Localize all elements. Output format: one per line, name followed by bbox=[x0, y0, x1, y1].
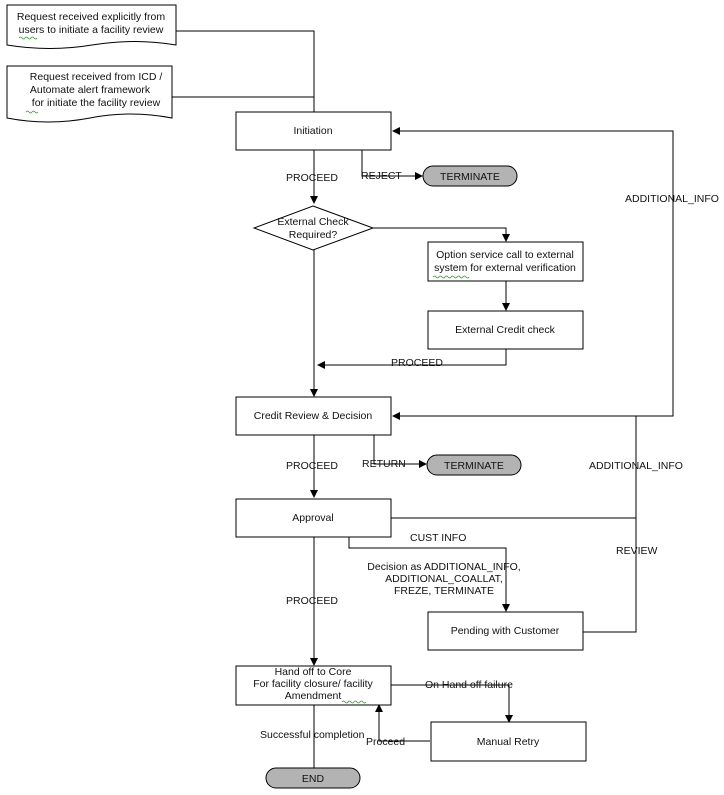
request-icd-line-2: Automate alert framework bbox=[30, 84, 151, 96]
hand-off-box: Hand off to Core For facility closure/ f… bbox=[235, 665, 392, 706]
initiation-label: Initiation bbox=[293, 125, 332, 137]
label-additional-info-1: ADDITIONAL_INFO bbox=[625, 193, 719, 205]
edge-labels: PROCEED REJECT ADDITIONAL_INFO PROCEED P… bbox=[260, 170, 719, 748]
request-icd-line-1: Request received from ICD / bbox=[30, 71, 163, 83]
edge-hand-off-failure bbox=[391, 684, 513, 723]
approval-box: Approval bbox=[235, 498, 392, 538]
terminate-2: TERMINATE bbox=[426, 454, 522, 476]
external-check-decision: External Check Required? bbox=[252, 205, 375, 251]
hand-off-line-1: Hand off to Core bbox=[275, 666, 352, 678]
manual-retry-label: Manual Retry bbox=[477, 736, 540, 748]
edge-approval-to-pending bbox=[348, 537, 510, 612]
end-label: END bbox=[302, 773, 325, 785]
edge-request-users-to-initiation bbox=[176, 30, 315, 112]
label-decision-as-3: FREZE, TERMINATE bbox=[394, 585, 494, 597]
pending-customer-box: Pending with Customer bbox=[427, 611, 584, 651]
terminate-1: TERMINATE bbox=[422, 165, 518, 187]
edge-decision-to-option-service bbox=[373, 227, 510, 242]
label-reject: REJECT bbox=[361, 170, 402, 182]
request-users-document: Request received explicitly from users t… bbox=[6, 4, 177, 49]
label-return: RETURN bbox=[362, 458, 406, 470]
label-successful-completion: Successful completion bbox=[260, 729, 365, 741]
label-review: REVIEW bbox=[616, 545, 658, 557]
option-service-line-1: Option service call to external bbox=[436, 249, 574, 261]
option-service-box: Option service call to external system f… bbox=[427, 241, 584, 282]
credit-review-label: Credit Review & Decision bbox=[254, 410, 373, 422]
label-proceed-1: PROCEED bbox=[286, 172, 338, 184]
label-decision-as-1: Decision as ADDITIONAL_INFO, bbox=[367, 561, 520, 573]
edge-manual-retry-proceed bbox=[375, 704, 430, 742]
terminate-2-label: TERMINATE bbox=[444, 460, 504, 472]
external-credit-label: External Credit check bbox=[455, 324, 556, 336]
spellcheck-squiggles bbox=[18, 36, 470, 704]
connectors bbox=[172, 30, 674, 768]
edge-credit-review-return bbox=[373, 435, 427, 468]
manual-retry-box: Manual Retry bbox=[430, 721, 587, 762]
request-users-line-2: users to initiate a facility review bbox=[19, 24, 164, 36]
hand-off-line-3: Amendment bbox=[285, 690, 342, 702]
label-on-hand-off-failure: On Hand off failure bbox=[425, 679, 513, 691]
end-terminator: END bbox=[265, 767, 361, 789]
edge-external-credit-proceed bbox=[317, 349, 507, 369]
credit-review-box: Credit Review & Decision bbox=[235, 396, 392, 436]
request-icd-document: Request received from ICD / Automate ale… bbox=[6, 65, 173, 123]
request-icd-line-3: for initiate the facility review bbox=[32, 97, 161, 109]
label-additional-info-2: ADDITIONAL_INFO bbox=[589, 460, 683, 472]
label-cust-info: CUST INFO bbox=[410, 532, 466, 544]
label-decision-as-2: ADDITIONAL_COALLAT, bbox=[385, 573, 503, 585]
terminate-1-label: TERMINATE bbox=[440, 171, 500, 183]
initiation-box: Initiation bbox=[235, 111, 392, 151]
approval-label: Approval bbox=[292, 512, 333, 524]
pending-customer-label: Pending with Customer bbox=[451, 625, 560, 637]
label-proceed-4: PROCEED bbox=[286, 595, 338, 607]
label-proceed-2: PROCEED bbox=[391, 357, 443, 369]
edge-additional-info-to-initiation bbox=[392, 127, 674, 417]
hand-off-line-2: For facility closure/ facility bbox=[253, 678, 373, 690]
option-service-line-2: system for external verification bbox=[434, 262, 576, 274]
label-proceed-5: Proceed bbox=[366, 736, 405, 748]
external-check-line-1: External Check bbox=[277, 216, 349, 228]
label-proceed-3: PROCEED bbox=[286, 460, 338, 472]
edge-review-vertical bbox=[583, 416, 637, 633]
external-check-line-2: Required? bbox=[289, 229, 338, 241]
external-credit-box: External Credit check bbox=[427, 310, 584, 350]
edge-initiation-reject bbox=[361, 150, 423, 180]
request-users-line-1: Request received explicitly from bbox=[17, 11, 165, 23]
